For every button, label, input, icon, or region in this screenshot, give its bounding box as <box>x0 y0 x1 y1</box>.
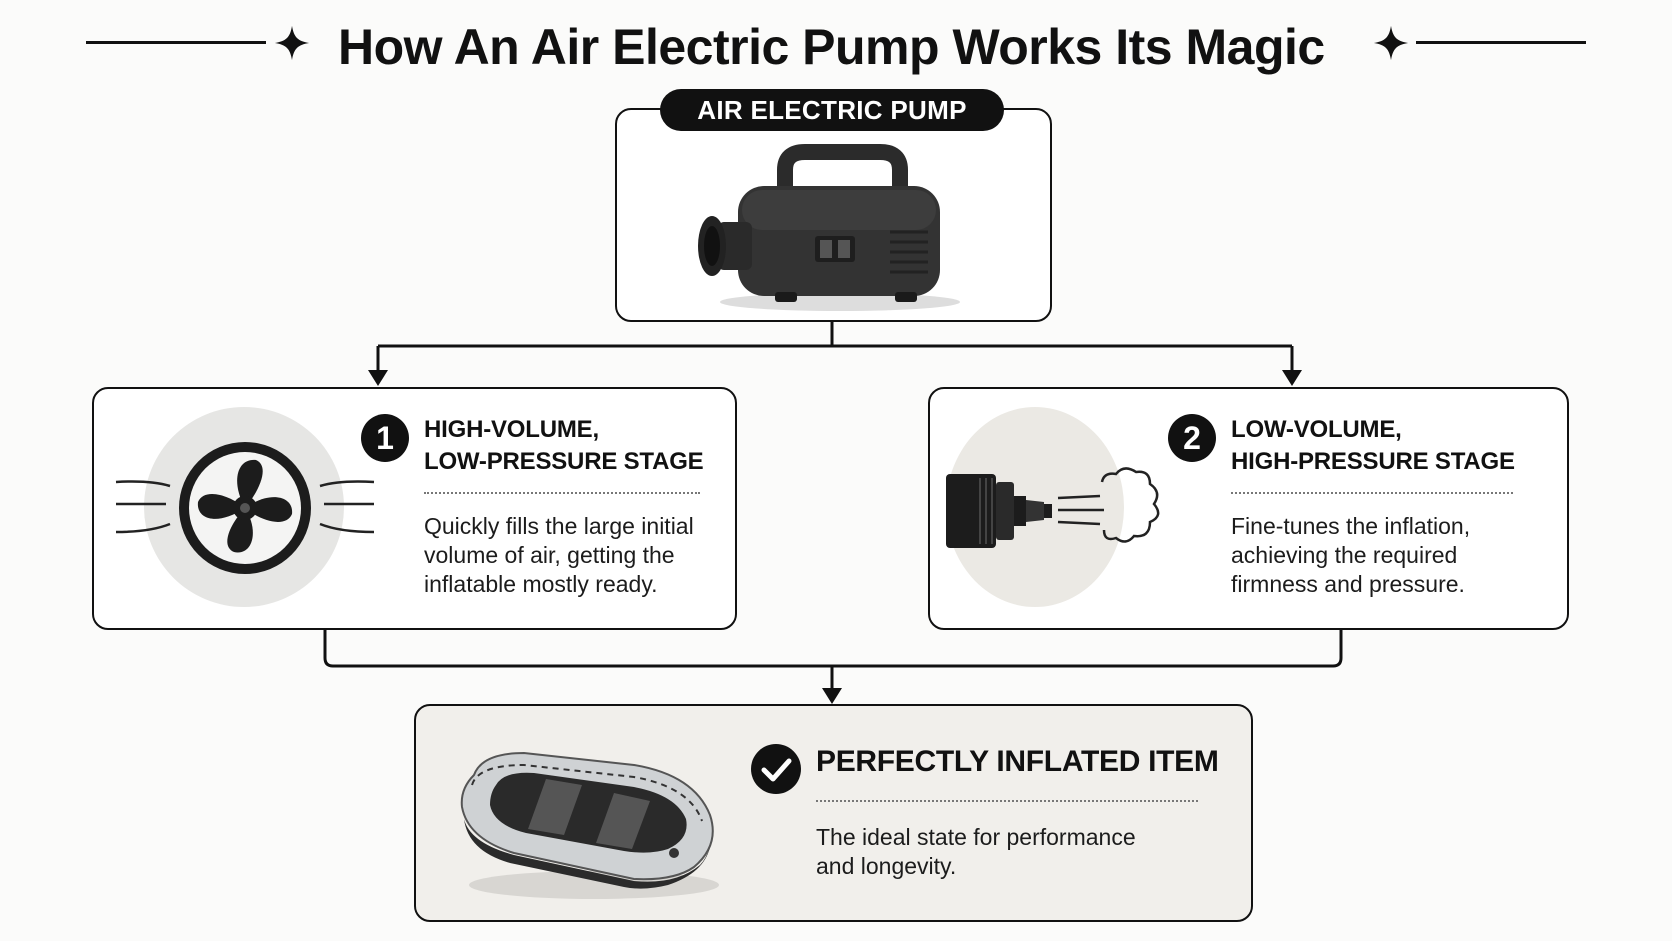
title-left-line <box>86 41 266 44</box>
page-title: How An Air Electric Pump Works Its Magic <box>338 19 1325 75</box>
stage-2-desc-line-2: achieving the required <box>1231 542 1458 568</box>
stage-1-title-line-1: HIGH-VOLUME, <box>424 416 599 443</box>
stage-1-title-line-2: LOW-PRESSURE STAGE <box>424 448 704 475</box>
stage-1-desc-line-1: Quickly fills the large initial <box>424 513 694 539</box>
stage-2-title-line-2: HIGH-PRESSURE STAGE <box>1231 448 1515 475</box>
result-desc-line-2: and longevity. <box>816 853 957 879</box>
result-title: PERFECTLY INFLATED ITEM <box>816 745 1219 778</box>
title-right-line <box>1416 41 1586 44</box>
stage-2-divider <box>1231 492 1513 494</box>
result-divider <box>816 800 1198 802</box>
stage-1-desc-line-2: volume of air, getting the <box>424 542 675 568</box>
pump-label: AIR ELECTRIC PUMP <box>660 89 1004 131</box>
stage-2-title-line-1: LOW-VOLUME, <box>1231 416 1402 443</box>
title-row: How An Air Electric Pump Works Its Magic <box>0 8 1672 78</box>
result-desc-line-1: The ideal state for performance <box>816 824 1136 850</box>
stage-1-desc-line-3: inflatable mostly ready. <box>424 571 658 597</box>
stage-1-divider <box>424 492 700 494</box>
fan-icon <box>115 442 375 574</box>
stage-2-number-badge: 2 <box>1168 414 1216 462</box>
check-circle-icon <box>751 744 801 794</box>
sparkle-icon <box>274 25 310 61</box>
nozzle-airflow-icon <box>946 467 1160 548</box>
inflatable-boat-icon <box>460 751 719 899</box>
sparkle-icon <box>1373 25 1409 61</box>
electric-pump-icon <box>698 144 960 311</box>
stage-2-desc-line-1: Fine-tunes the inflation, <box>1231 513 1471 539</box>
stage-1-number-badge: 1 <box>361 414 409 462</box>
stage-2-desc-line-3: firmness and pressure. <box>1231 571 1465 597</box>
